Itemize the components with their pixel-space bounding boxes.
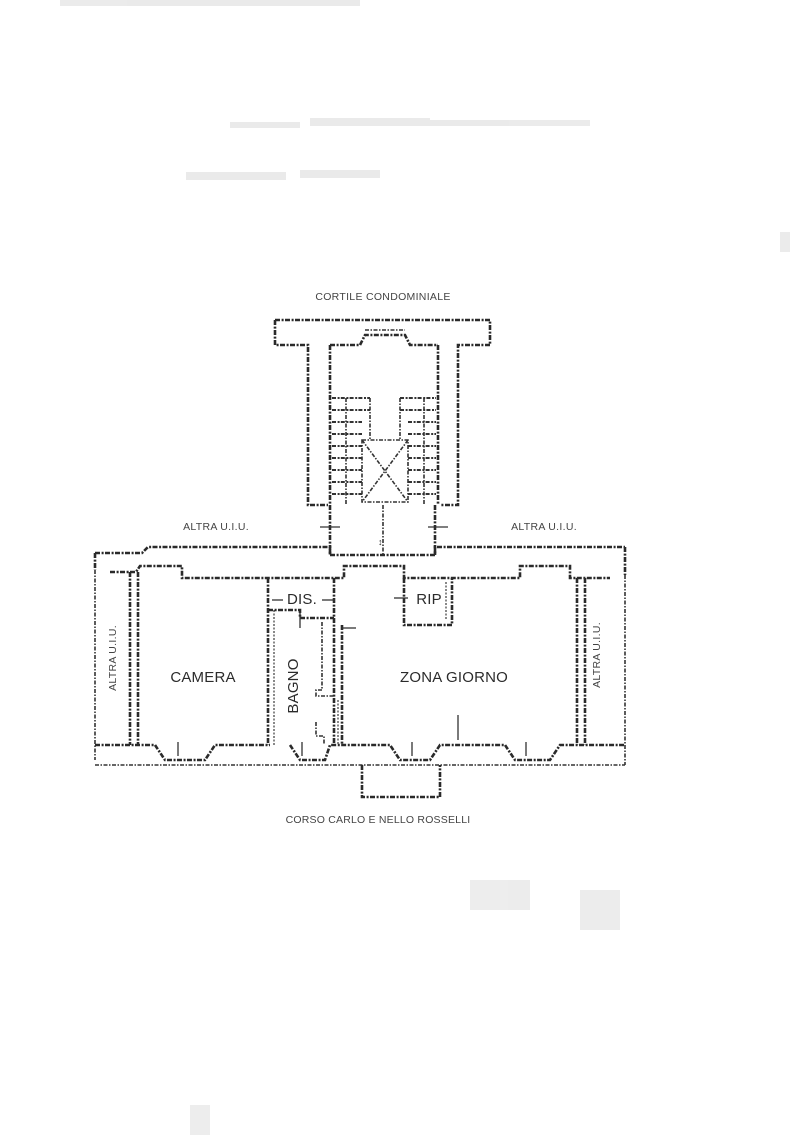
room-label-zona-giorno: ZONA GIORNO — [400, 669, 508, 686]
lift-shaft — [361, 439, 409, 503]
room-label-camera: CAMERA — [170, 669, 235, 686]
balcony — [360, 765, 442, 799]
street-label: CORSO CARLO E NELLO ROSSELLI — [286, 814, 471, 826]
staircase-steps — [332, 397, 436, 505]
stair-block: ↕ — [273, 318, 492, 557]
entry-arrow-icon: ↕ — [378, 537, 383, 547]
room-label-bagno: BAGNO — [285, 658, 302, 713]
courtyard-label: CORTILE CONDOMINIALE — [315, 291, 450, 303]
room-label-rip: RIP — [416, 591, 442, 608]
neighbor-left-label: ALTRA U.I.U. — [107, 625, 119, 691]
room-label-dis: DIS. — [287, 591, 317, 608]
neighbor-right-label: ALTRA U.I.U. — [591, 622, 603, 688]
neighbor-top-left-label: ALTRA U.I.U. — [183, 521, 249, 533]
scan-artifacts-bottom — [190, 880, 620, 1135]
neighbor-top-right-label: ALTRA U.I.U. — [511, 521, 577, 533]
apartment-walls — [93, 545, 627, 799]
scan-artifacts — [60, 0, 790, 252]
